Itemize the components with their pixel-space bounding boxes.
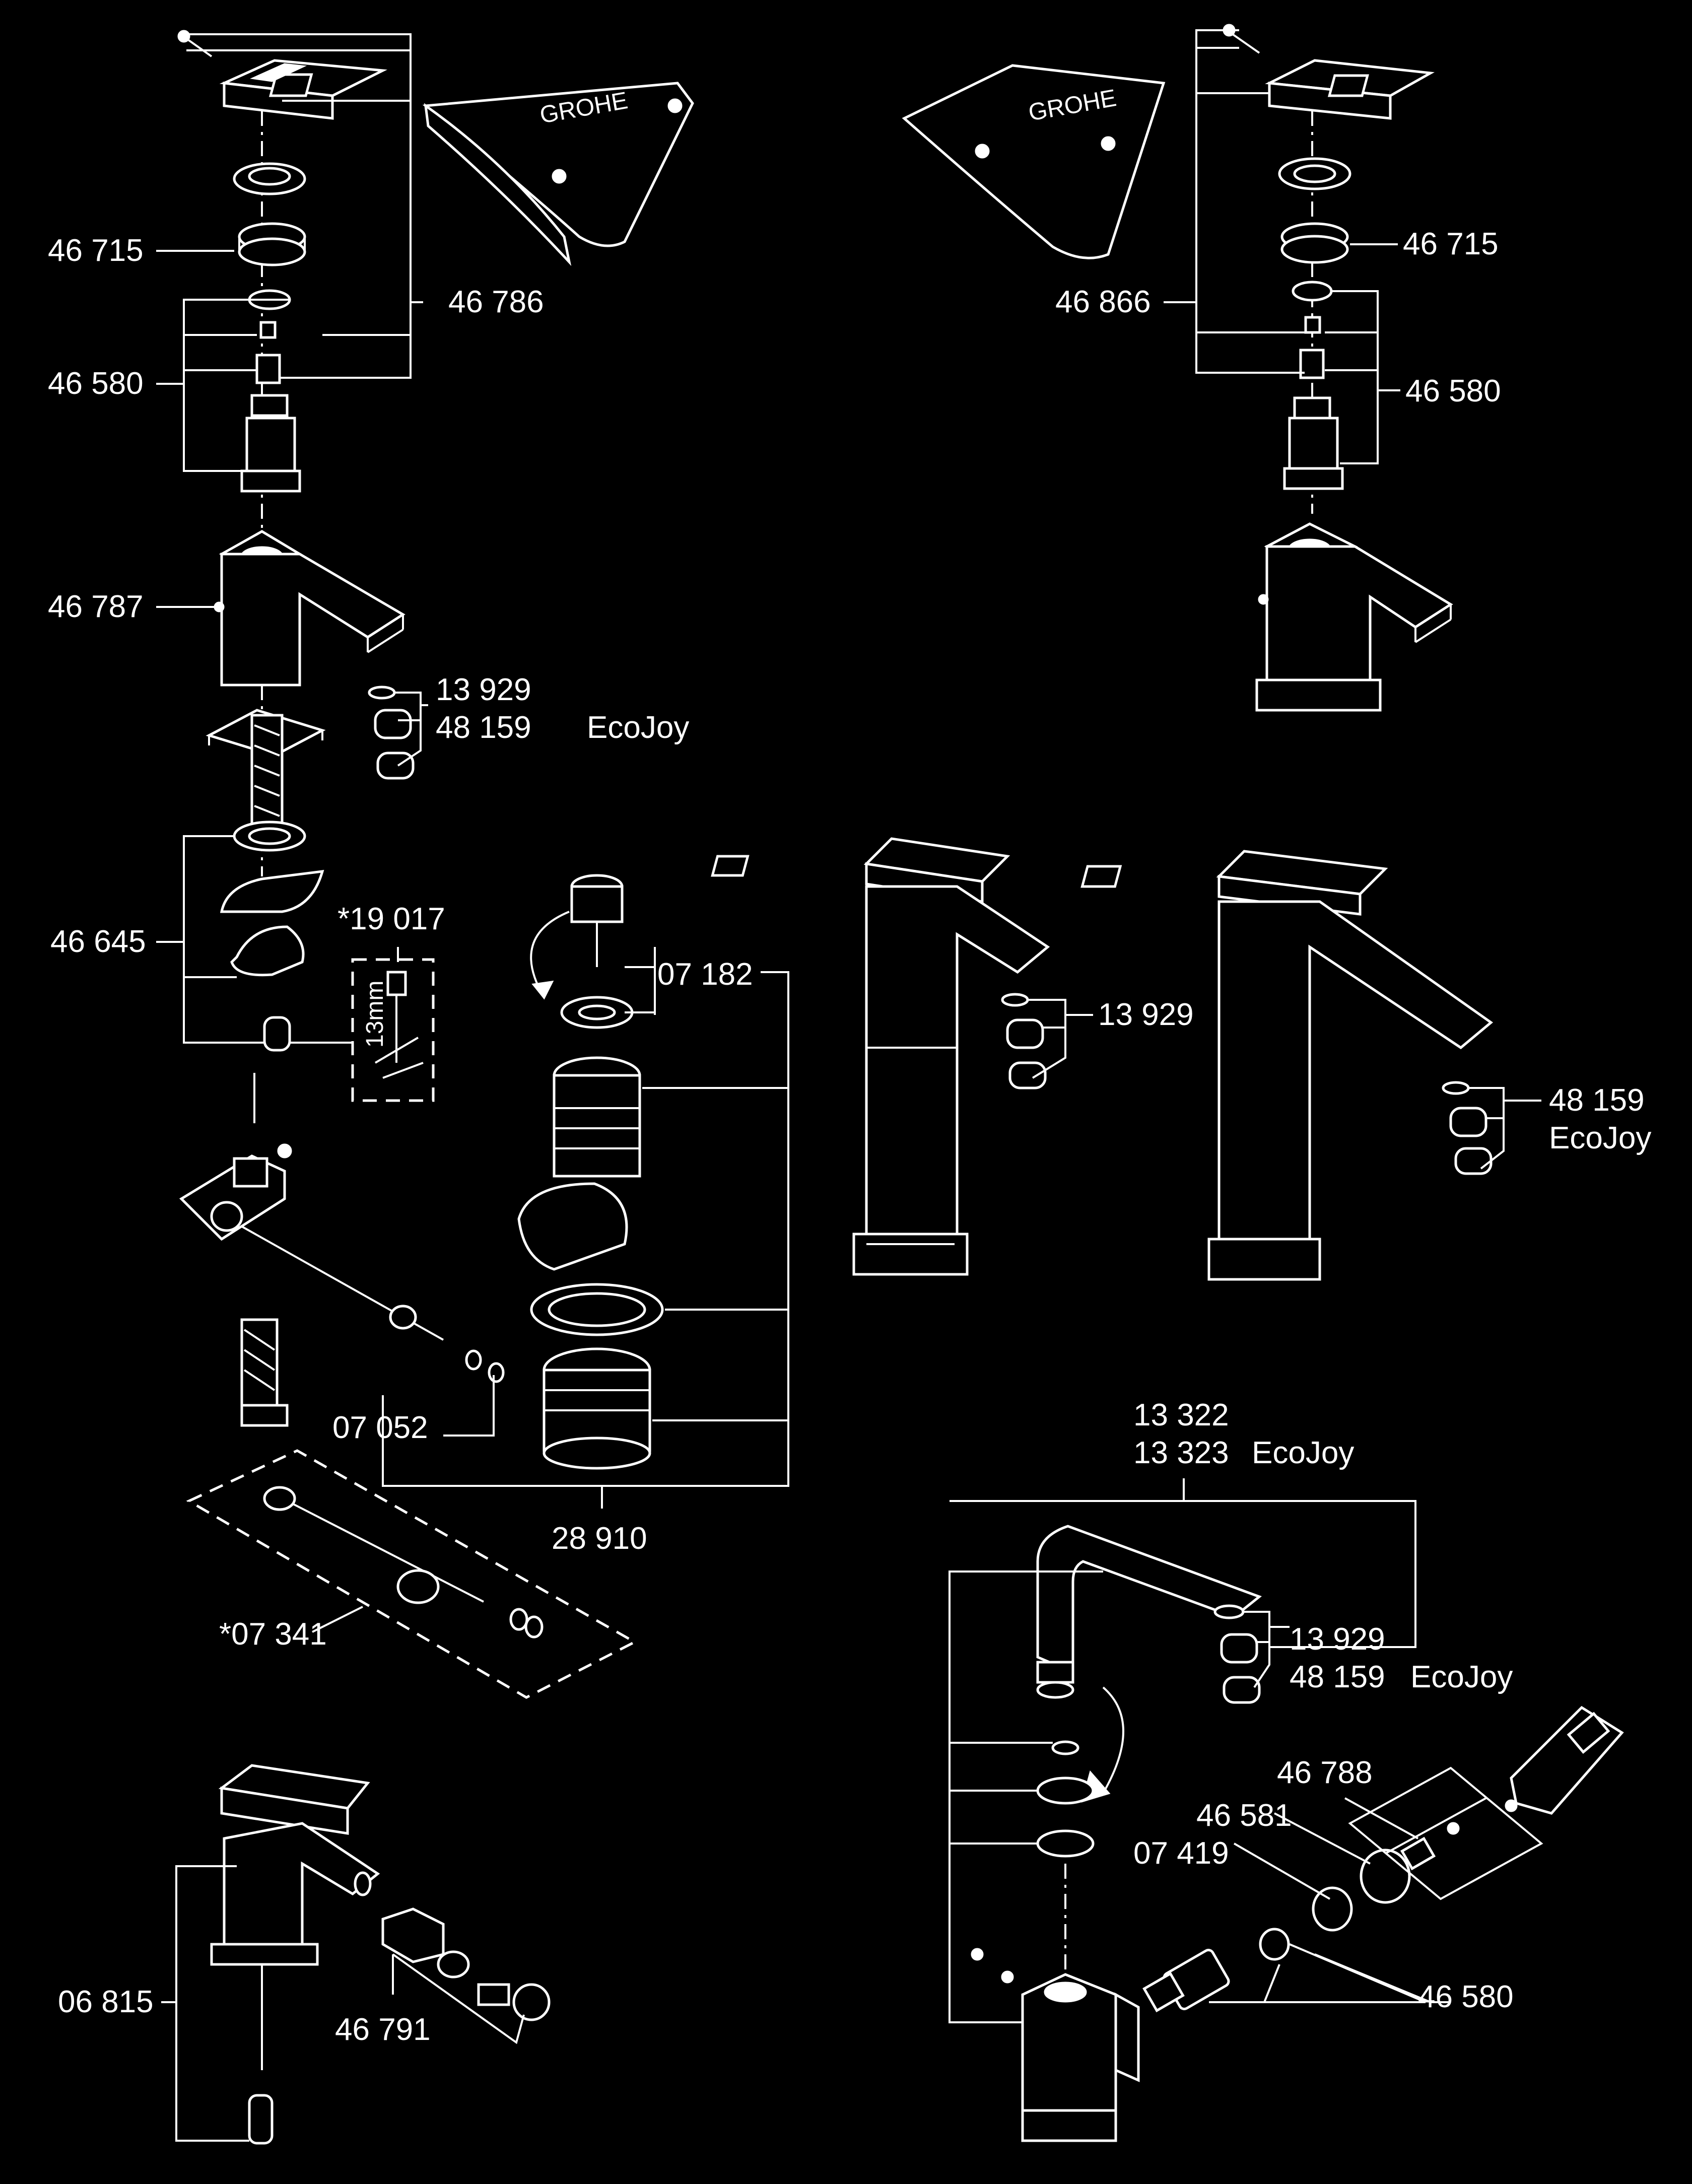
- handle-cover-left: GROHE: [422, 82, 694, 266]
- mixer-l-size: [711, 837, 1093, 1276]
- aerator: [368, 686, 415, 780]
- mixer-spout-exploded: [949, 1478, 1624, 2142]
- label-48159-c: 48 159: [1290, 1660, 1385, 1694]
- mixer-bidet-exploded: [161, 1764, 551, 2145]
- mixer-xl-size: [1080, 850, 1541, 1281]
- label-48159-b: 48 159: [1549, 1083, 1645, 1118]
- flex-hoses: [240, 1318, 289, 1427]
- label-13323: 13 323: [1133, 1436, 1229, 1470]
- label-46787: 46 787: [48, 589, 144, 624]
- label-46866: 46 866: [1055, 285, 1151, 319]
- part-number-labels: 46 715 46 786 46 580 46 787 13 929 48 15…: [48, 227, 1651, 2047]
- fixing-set: [220, 821, 324, 1123]
- pop-up-rod-07341: [186, 1449, 638, 1699]
- label-07419: 07 419: [1133, 1836, 1229, 1871]
- label-46581: 46 581: [1196, 1798, 1292, 1833]
- cartridge: [240, 394, 301, 493]
- label-13929-c: 13 929: [1290, 1622, 1385, 1657]
- label-19017: *19 017: [337, 902, 445, 936]
- label-46645: 46 645: [50, 924, 146, 959]
- label-46791: 46 791: [335, 2012, 431, 2047]
- label-48159-a: 48 159: [436, 710, 531, 745]
- pop-up-linkage: [179, 1143, 505, 1383]
- label-13929-a: 13 929: [436, 672, 531, 707]
- label-07052: 07 052: [332, 1410, 428, 1445]
- label-46715-right: 46 715: [1403, 227, 1499, 261]
- label-ecojoy-d: EcoJoy: [1410, 1660, 1513, 1694]
- label-46788: 46 788: [1277, 1755, 1373, 1790]
- label-13322: 13 322: [1133, 1398, 1229, 1432]
- label-28910: 28 910: [552, 1521, 647, 1556]
- mixer-m-size-exploded: [1164, 24, 1453, 712]
- pop-up-waste: [517, 874, 664, 1470]
- mixer-s-size-exploded: 13mm: [156, 30, 789, 1699]
- label-13929-b: 13 929: [1098, 997, 1194, 1032]
- handle-cover-right: GROHE: [902, 64, 1166, 259]
- label-ecojoy-a: EcoJoy: [587, 710, 689, 745]
- label-07341: *07 341: [219, 1617, 327, 1652]
- label-06815: 06 815: [58, 1985, 154, 2019]
- label-ecojoy-b: EcoJoy: [1549, 1121, 1651, 1155]
- label-46580-right: 46 580: [1405, 374, 1501, 408]
- label-46715-left: 46 715: [48, 233, 144, 268]
- lever-handle: [219, 59, 387, 120]
- label-07182: 07 182: [657, 957, 753, 992]
- label-46786: 46 786: [448, 285, 544, 319]
- label-ecojoy-c: EcoJoy: [1252, 1436, 1354, 1470]
- dim-13mm-label: 13mm: [362, 981, 388, 1048]
- extension-piece-19017: 13mm: [351, 947, 435, 1102]
- label-46580-bottom: 46 580: [1418, 1980, 1514, 2014]
- mixer-body-46787: [214, 530, 405, 687]
- cap-ring-46715: [238, 222, 306, 266]
- label-46580-left: 46 580: [48, 366, 144, 401]
